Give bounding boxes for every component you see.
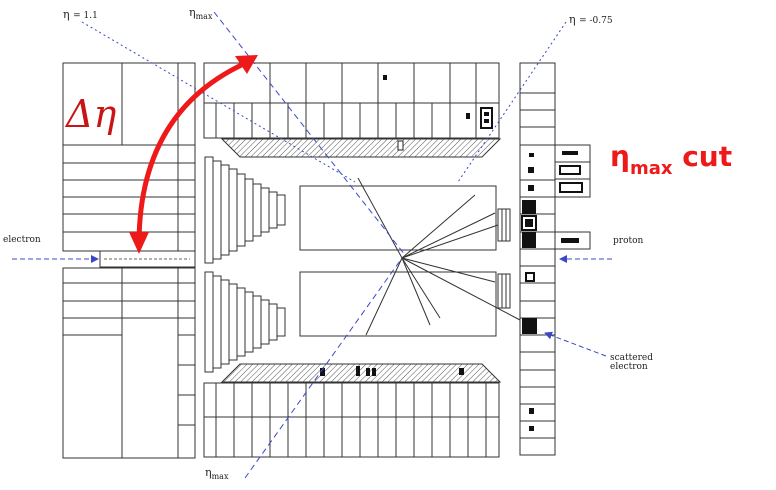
right-calorimeter-segments [554,144,591,250]
bottom-barrel-calorimeter [203,382,500,458]
delta-eta-arrow [129,55,258,254]
top-barrel-calorimeter [203,62,500,139]
central-tracker-top [299,185,497,251]
bottom-strip-hits [320,366,464,376]
right-calorimeter-hits [521,151,583,431]
top-strip-hit [397,140,404,151]
scattered-line-1: scattered [610,353,653,363]
proton-label: proton [613,236,644,246]
eta-bottom-symbol: η [205,466,212,479]
eta-bottom-label: ηmax [205,466,229,481]
eta-right-label: η = -0.75 [569,13,613,26]
cut-sub: max [629,158,673,179]
eta-right-value: = -0.75 [579,16,613,26]
eta-bottom-guide [244,257,403,479]
particle-tracks [357,177,521,336]
cut-symbol: η [610,140,630,173]
eta-top-label: ηmax [189,6,213,21]
eta-guide-lines [12,11,612,479]
delta-eta-annotation: Δη [66,92,117,136]
forward-tracker-top [204,156,286,264]
eta-top-symbol: η [189,6,196,19]
eta-right-symbol: η [569,13,576,26]
top-barrel-hits [383,75,493,129]
eta-left-value: = 1.1 [73,11,98,21]
bottom-hatched-strip [220,363,502,383]
electron-label: electron [3,235,41,245]
top-hatched-strip [220,138,502,158]
right-small-detectors [497,208,511,309]
cut-word: cut [682,140,733,173]
eta-left-label: η = 1.1 [63,8,98,21]
scattered-electron-arrow [544,331,607,357]
right-calorimeter [519,62,556,456]
scattered-electron-label: scattered electron [610,354,653,372]
eta-top-guide [213,11,406,256]
electron-beam-box [99,250,196,268]
eta-right-guide [457,21,567,183]
eta-max-cut-annotation: ηmax cut [610,140,733,179]
eta-left-guide [81,21,356,183]
eta-bottom-sub: max [211,472,229,481]
scattered-line-2: electron [610,362,648,372]
left-bottom-calorimeter [62,267,196,459]
eta-top-sub: max [195,12,213,21]
central-tracker-bottom [299,271,497,337]
eta-left-symbol: η [63,8,70,21]
forward-tracker-bottom [204,271,286,373]
